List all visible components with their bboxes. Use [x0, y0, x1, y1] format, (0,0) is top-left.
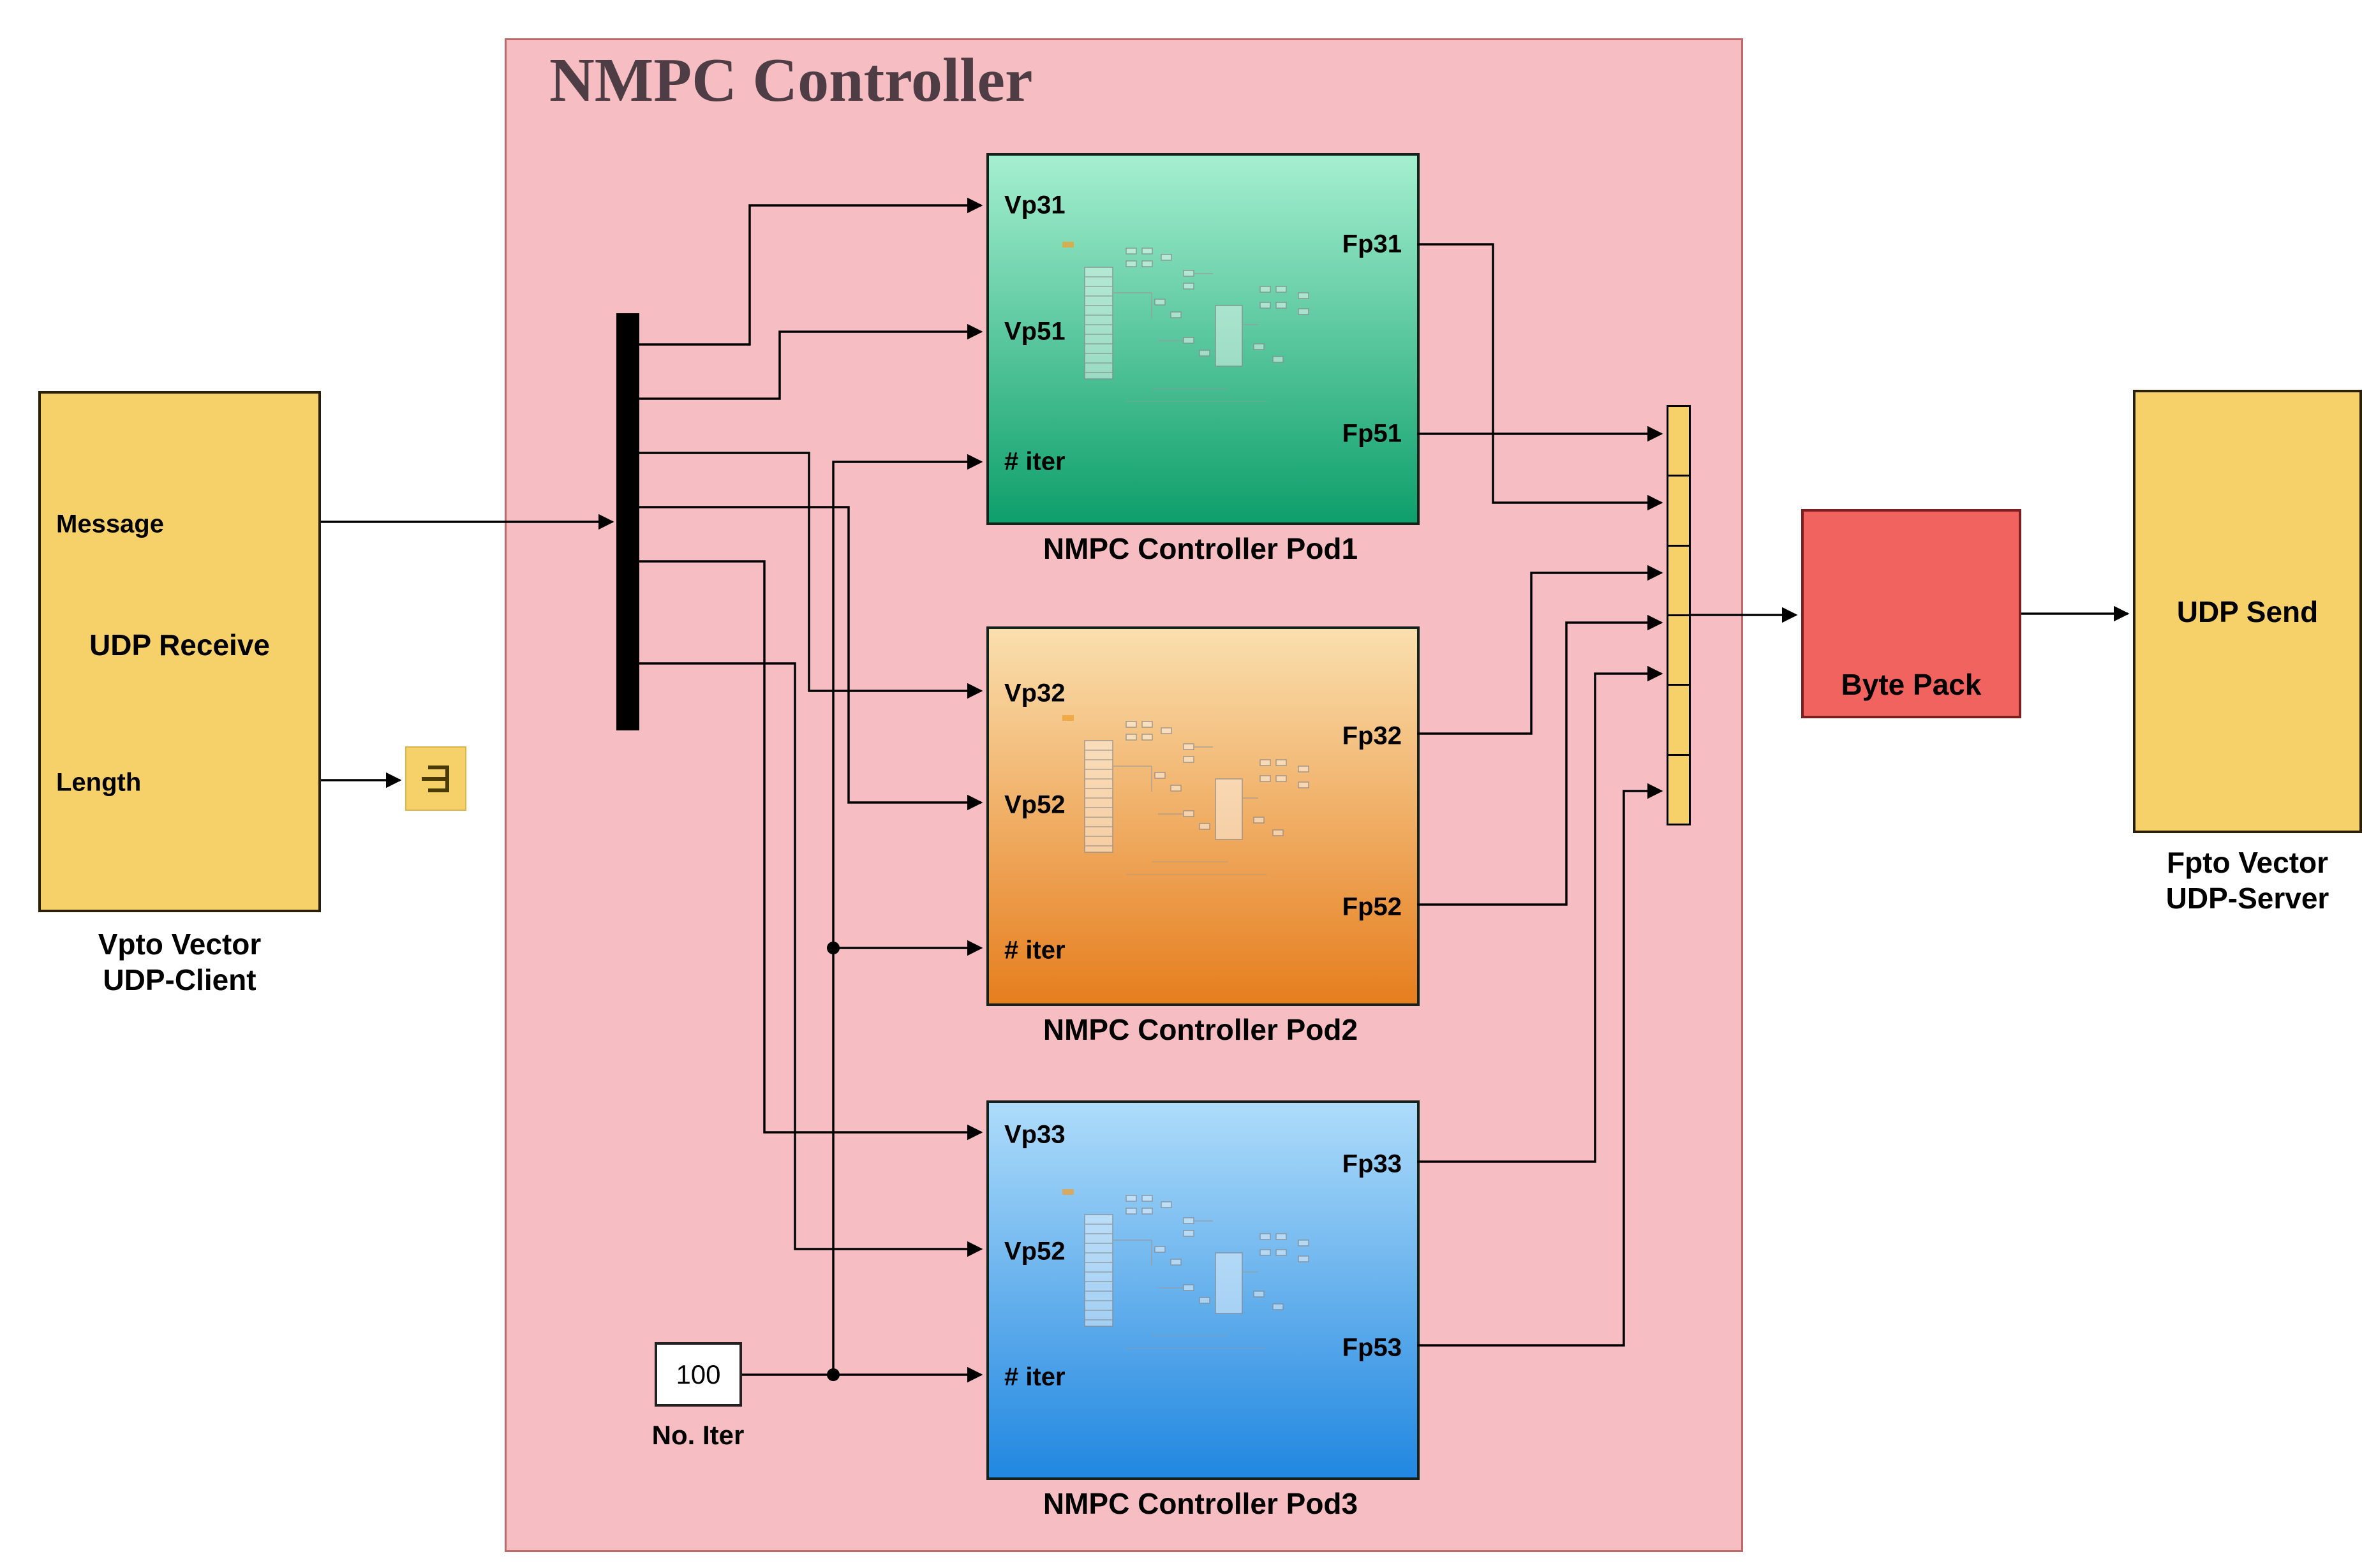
udp-receive-caption-line1: Vpto Vector — [98, 928, 262, 961]
pod2-input-iter: # iter — [1004, 936, 1066, 965]
mux-cell — [1668, 477, 1689, 547]
pod1-input-vp31: Vp31 — [1004, 191, 1066, 219]
area-title: NMPC Controller — [549, 46, 1033, 115]
length-port-label: Length — [56, 768, 142, 797]
nmpc-pod2-subsystem[interactable]: Vp32 Vp52 # iter Fp32 Fp52 — [986, 626, 1420, 1006]
message-port-label: Message — [56, 510, 164, 538]
pod2-caption: NMPC Controller Pod2 — [1043, 1013, 1358, 1046]
pod2-output-fp52: Fp52 — [1342, 892, 1402, 921]
mux-cell — [1668, 756, 1689, 824]
constant-caption: No. Iter — [651, 1420, 745, 1450]
pod1-input-iter: # iter — [1004, 447, 1066, 476]
constant-block[interactable]: 100 — [655, 1342, 742, 1407]
subsystem-preview — [1024, 683, 1381, 938]
pod2-input-vp32: Vp32 — [1004, 679, 1066, 707]
udp-send-caption-line1: Fpto Vector — [2166, 846, 2329, 879]
pod3-output-fp33: Fp33 — [1342, 1150, 1402, 1178]
mux-cell — [1668, 686, 1689, 756]
udp-send-block[interactable]: UDP Send — [2133, 390, 2362, 833]
mux-cell — [1668, 616, 1689, 686]
pod1-output-fp51: Fp51 — [1342, 419, 1402, 448]
pod2-input-vp52: Vp52 — [1004, 790, 1066, 819]
constant-value: 100 — [676, 1359, 721, 1389]
pod2-output-fp32: Fp32 — [1342, 721, 1402, 750]
byte-pack-name: Byte Pack — [1841, 668, 1982, 701]
pod3-caption: NMPC Controller Pod3 — [1043, 1487, 1358, 1520]
terminator-icon — [422, 765, 449, 792]
mux-block[interactable] — [1667, 405, 1691, 825]
udp-receive-block[interactable]: Message UDP Receive Length — [38, 391, 321, 912]
pod1-caption: NMPC Controller Pod1 — [1043, 532, 1358, 565]
pod3-input-vp33: Vp33 — [1004, 1120, 1066, 1149]
nmpc-pod3-subsystem[interactable]: Vp33 Vp52 # iter Fp33 Fp53 — [986, 1100, 1420, 1480]
nmpc-pod1-subsystem[interactable]: Vp31 Vp51 # iter Fp31 Fp51 — [986, 153, 1420, 525]
mux-cell — [1668, 547, 1689, 616]
udp-send-caption: Fpto Vector UDP-Server — [2133, 845, 2362, 916]
udp-receive-name: UDP Receive — [89, 628, 270, 662]
subsystem-preview — [1024, 210, 1381, 465]
subsystem-preview — [1024, 1157, 1381, 1412]
udp-send-name: UDP Send — [2176, 595, 2319, 628]
byte-pack-block[interactable]: Byte Pack — [1801, 509, 2021, 718]
pod3-input-iter: # iter — [1004, 1363, 1066, 1391]
demux-block[interactable] — [616, 313, 639, 730]
pod3-output-fp53: Fp53 — [1342, 1333, 1402, 1362]
udp-receive-caption: Vpto Vector UDP-Client — [38, 926, 321, 998]
udp-send-caption-line2: UDP-Server — [2165, 882, 2329, 915]
mux-cell — [1668, 407, 1689, 477]
pod1-input-vp51: Vp51 — [1004, 317, 1066, 346]
udp-receive-caption-line2: UDP-Client — [103, 963, 256, 997]
terminator-block[interactable] — [405, 746, 466, 811]
pod3-input-vp52: Vp52 — [1004, 1237, 1066, 1266]
pod1-output-fp31: Fp31 — [1342, 230, 1402, 258]
